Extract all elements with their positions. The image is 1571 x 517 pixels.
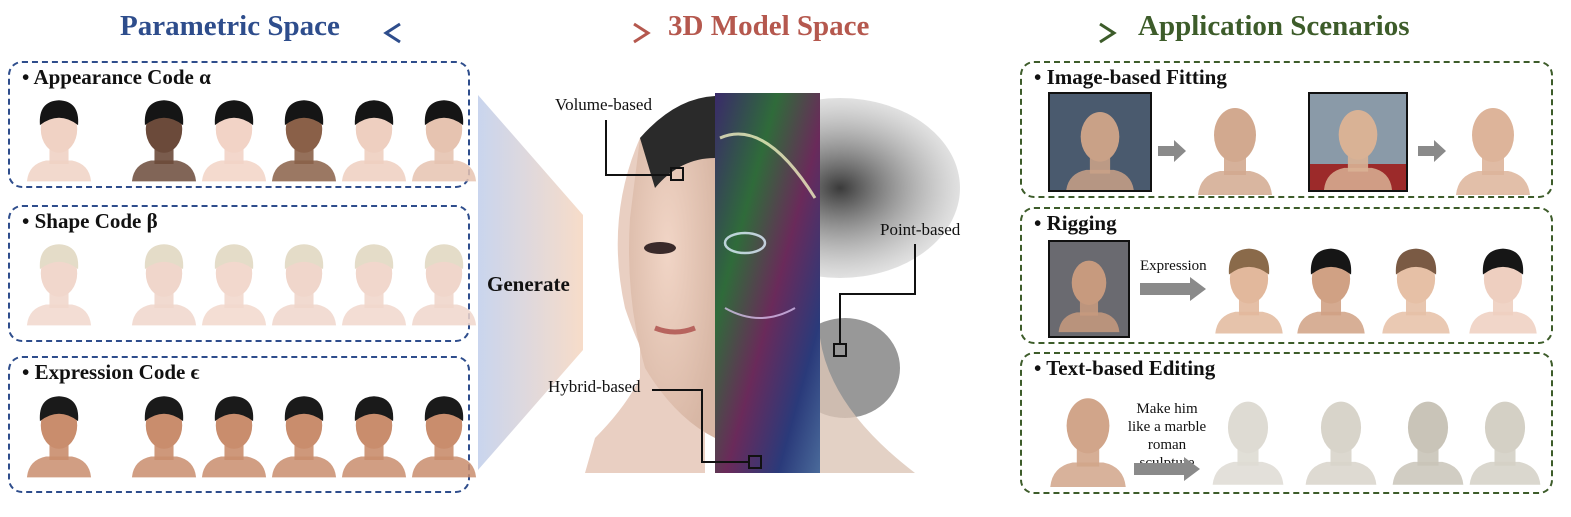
expression-face-3 [201, 396, 267, 478]
hybrid-based-label: Hybrid-based [548, 377, 641, 396]
appearance-code-panel: • Appearance Code α [8, 61, 470, 188]
editing-marble-face-1 [1212, 401, 1284, 485]
expression-code-panel: • Expression Code ϵ [8, 356, 470, 493]
text-based-editing-panel: • Text-based Editing [1020, 352, 1553, 494]
header-3d-model-space: 3D Model Space [668, 10, 870, 42]
point-based-callout [833, 244, 916, 357]
fitting-arrow-icon-1 [1158, 140, 1186, 162]
rigging-result-face-3 [1382, 248, 1450, 334]
rigging-expression-label: Expression [1140, 258, 1207, 274]
shape-face-5 [341, 244, 407, 326]
shape-code-panel: • Shape Code β [8, 205, 470, 342]
header-parametric-space: Parametric Space [120, 10, 340, 42]
appearance-face-4 [271, 100, 337, 182]
rigging-arrow-icon [1140, 277, 1206, 301]
point-based-label: Point-based [880, 220, 961, 239]
appearance-code-title: • Appearance Code α [22, 65, 211, 89]
generate-funnel-shape [478, 95, 583, 470]
rigging-panel: • Rigging [1020, 207, 1553, 344]
fitting-result-2 [1448, 95, 1538, 195]
shape-face-1 [26, 244, 92, 326]
shape-face-2 [131, 244, 197, 326]
rigging-title: • Rigging [1034, 211, 1117, 235]
appearance-face-6 [411, 100, 477, 182]
expression-face-4 [271, 396, 337, 478]
rigging-result-face-4 [1469, 248, 1537, 334]
expression-face-6 [411, 396, 477, 478]
volume-based-callout [605, 120, 684, 181]
editing-marble-face-4 [1469, 401, 1541, 485]
expression-code-title: • Expression Code ϵ [22, 360, 200, 384]
editing-source-face [1038, 385, 1138, 487]
shape-code-title: • Shape Code β [22, 209, 158, 233]
bidirectional-arrow-icon [383, 22, 651, 44]
generate-label: Generate [487, 272, 570, 296]
hybrid-based-callout [652, 389, 762, 469]
fitting-photo-2 [1308, 92, 1408, 192]
appearance-face-2 [131, 100, 197, 182]
rigging-result-face-1 [1215, 248, 1283, 334]
text-based-editing-title: • Text-based Editing [1034, 356, 1216, 380]
3d-head-model [585, 93, 960, 473]
expression-face-5 [341, 396, 407, 478]
expression-face-2 [131, 396, 197, 478]
rigging-result-face-2 [1297, 248, 1365, 334]
fitting-arrow-icon-2 [1418, 140, 1446, 162]
volume-based-label: Volume-based [555, 95, 652, 114]
header-application-scenarios: Application Scenarios [1138, 10, 1410, 42]
editing-marble-face-3 [1392, 401, 1464, 485]
appearance-face-1 [26, 100, 92, 182]
image-based-fitting-title: • Image-based Fitting [1034, 65, 1227, 89]
fitting-result-1 [1190, 95, 1280, 195]
shape-face-3 [201, 244, 267, 326]
shape-face-4 [271, 244, 337, 326]
image-based-fitting-panel: • Image-based Fitting [1020, 61, 1553, 198]
rigging-source-photo [1048, 240, 1130, 338]
editing-marble-face-2 [1305, 401, 1377, 485]
dashed-arrow-icon [906, 22, 1117, 44]
appearance-face-3 [201, 100, 267, 182]
fitting-photo-1 [1048, 92, 1152, 192]
appearance-face-5 [341, 100, 407, 182]
expression-face-1 [26, 396, 92, 478]
editing-arrow-icon [1134, 457, 1200, 481]
shape-face-6 [411, 244, 477, 326]
